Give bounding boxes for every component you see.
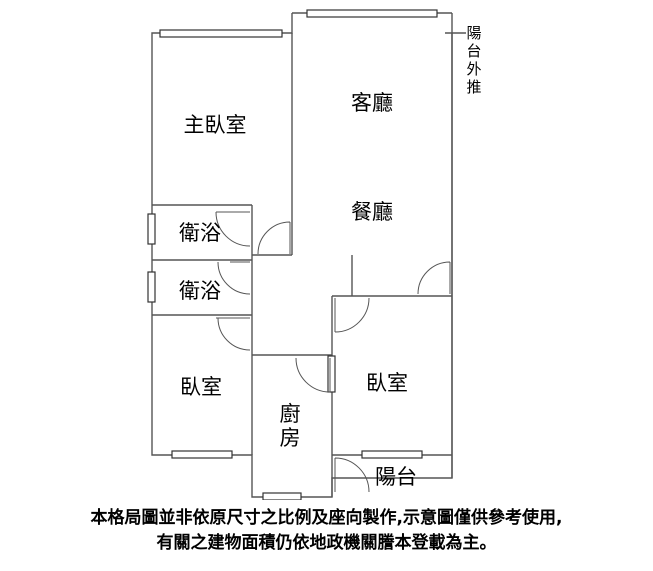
balcony-ext-char-2: 台 (466, 42, 481, 60)
window-master-top (159, 29, 283, 38)
door-bath-1 (215, 211, 251, 247)
window-bedroom-left (171, 450, 233, 459)
window-bedroom-right (327, 355, 336, 393)
walls (151, 12, 466, 498)
label-bedroom-left: 臥室 (180, 375, 222, 399)
balcony-ext-char-1: 陽 (466, 24, 481, 42)
door-kitchen (295, 357, 331, 393)
label-bath-1: 衛浴 (179, 221, 221, 245)
window-bath-1 (147, 213, 156, 245)
door-bedroom-right (334, 297, 370, 333)
window-kitchen (262, 492, 302, 500)
disclaimer-line-2: 有關之建物面積仍依地政機關謄本登載為主。 (156, 533, 497, 553)
door-living (417, 261, 451, 295)
window-bath-2 (147, 271, 156, 303)
label-kitchen-1: 廚 (280, 402, 301, 426)
disclaimer-line-1: 本格局圖並非依原尺寸之比例及座向製作,示意圖僅供參考使用, (90, 508, 563, 528)
window-balcony (361, 450, 423, 459)
label-master-bedroom: 主臥室 (184, 113, 247, 137)
door-bath-2 (217, 261, 251, 295)
windows (147, 9, 438, 500)
label-bath-2: 衛浴 (179, 279, 221, 303)
floor-plan: 主臥室 客廳 餐廳 衛浴 衛浴 臥室 臥室 廚 房 陽台 陽 台 外 推 (147, 9, 482, 500)
label-bedroom-right: 臥室 (366, 371, 408, 395)
window-living-top (306, 9, 438, 18)
door-balcony (334, 457, 370, 493)
label-balcony: 陽台 (375, 465, 417, 489)
door-bedroom-left (216, 317, 251, 351)
label-living-room: 客廳 (351, 91, 393, 115)
door-master (257, 221, 291, 255)
balcony-ext-char-4: 推 (466, 78, 481, 96)
label-dining-room: 餐廳 (351, 200, 393, 224)
disclaimer: 本格局圖並非依原尺寸之比例及座向製作,示意圖僅供參考使用, 有關之建物面積仍依地… (0, 506, 653, 556)
left-wing-walls (151, 13, 453, 498)
balcony-ext-char-3: 外 (466, 60, 481, 78)
doors (215, 211, 451, 493)
label-kitchen-2: 房 (280, 426, 301, 450)
